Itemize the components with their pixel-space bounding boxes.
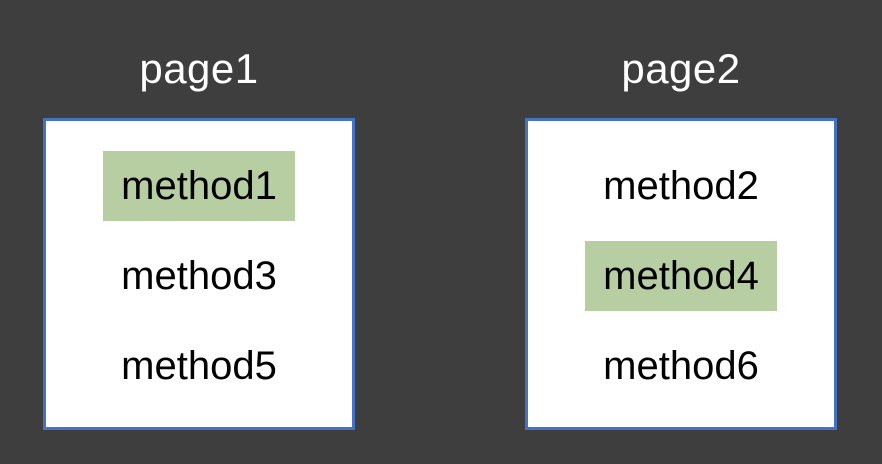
page-box: method1 method3 method5 [43,118,355,430]
page-title: page1 [139,45,259,92]
method-item: method5 [121,343,277,388]
page-group-2: page2 method2 method4 method6 [525,45,837,430]
page-box: method2 method4 method6 [525,118,837,430]
page-title: page2 [621,45,741,92]
method-item: method2 [603,163,759,208]
method-item: method1 [103,151,295,221]
method-item: method3 [121,253,277,298]
page-group-1: page1 method1 method3 method5 [43,45,355,430]
method-item: method4 [585,241,777,311]
method-item: method6 [603,343,759,388]
